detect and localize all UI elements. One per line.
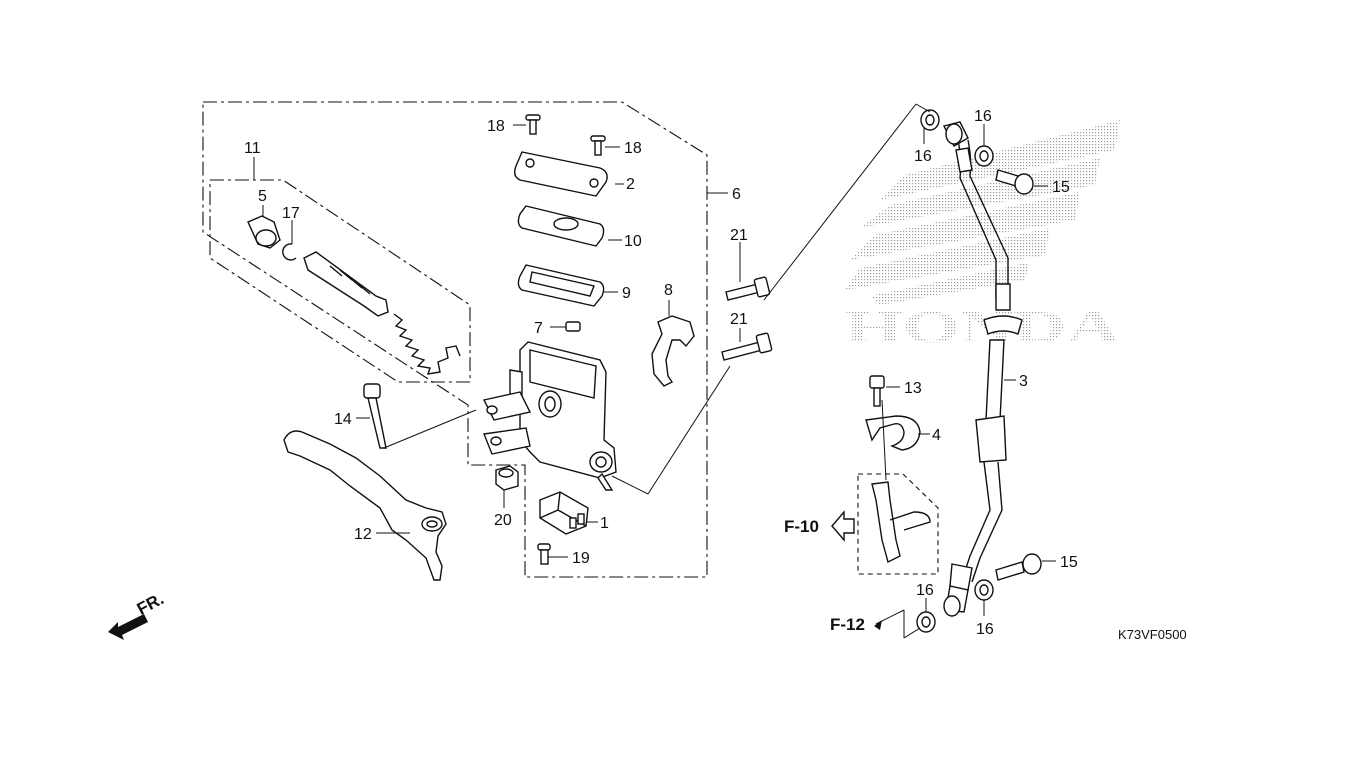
hose-clamp-4 [865,415,921,451]
f12-arrow-icon [874,620,882,630]
front-direction-label: FR. [134,589,167,619]
assembly-6-outline [202,101,708,578]
callout-13: 13 [904,380,922,397]
oil-bolt-15-lower [995,553,1042,581]
sealing-washer-16-d [974,579,994,601]
ref-f10-label: F-10 [784,517,819,536]
boot-5 [247,215,281,249]
callout-15-upper: 15 [1052,179,1070,196]
bolt-21-lower [721,332,773,361]
callout-8: 8 [664,282,673,299]
piston-assembly [303,251,389,317]
front-direction-arrow-icon [108,614,148,640]
callout-6: 6 [732,186,741,203]
leader-lines [253,103,1056,639]
screw-18-left [525,114,541,135]
callout-3: 3 [1019,373,1028,390]
callout-7: 7 [534,320,543,337]
sealing-washer-16-c [916,611,936,633]
reservoir-cap-2 [513,151,608,197]
callout-17: 17 [282,205,300,222]
brake-lever-12 [283,430,447,581]
callout-21-upper: 21 [730,227,748,244]
ref-f12-label: F-12 [830,615,865,634]
honda-watermark-text: HONDA [845,301,1120,352]
sealing-washer-16-a [920,109,940,131]
diaphragm-plate-10 [517,205,605,247]
f10-arrow-icon [831,510,855,542]
callout-21-lower: 21 [730,311,748,328]
callout-4: 4 [932,427,941,444]
callout-11: 11 [244,140,261,157]
screw-19 [537,543,551,565]
bolt-13 [869,375,885,407]
callout-18-left: 18 [487,118,505,135]
f10-bracket [871,481,931,564]
callout-19: 19 [572,550,590,567]
callout-10: 10 [624,233,642,250]
callout-2: 2 [626,176,635,193]
pivot-bolt-14 [363,383,387,449]
nut-20 [495,465,519,491]
honda-wing-watermark: HONDA [845,120,1120,352]
diaphragm-9 [517,264,605,307]
brake-hose-3 [942,121,1023,617]
bolt-21-upper [725,276,771,301]
callout-12: 12 [354,526,372,543]
circlip-17 [282,243,297,261]
float-7 [565,321,581,332]
callout-1: 1 [600,515,609,532]
callout-5: 5 [258,188,267,205]
brake-switch-1 [539,491,589,535]
spring [393,313,461,375]
sealing-washer-16-b [974,145,994,167]
screw-18-right [590,135,606,156]
oil-bolt-15-upper [995,169,1034,195]
callout-16-a: 16 [914,148,932,165]
diagram-code: K73VF0500 [1118,627,1187,642]
callout-15-lower: 15 [1060,554,1078,571]
callout-14: 14 [334,411,352,428]
callout-16-d: 16 [976,621,994,638]
holder-8 [651,315,695,387]
callout-9: 9 [622,285,631,302]
callout-16-b: 16 [974,108,992,125]
callout-18-right: 18 [624,140,642,157]
callout-16-c: 16 [916,582,934,599]
f10-ref-outline [857,473,939,575]
callout-20: 20 [494,512,512,529]
master-cylinder-body [482,341,617,491]
